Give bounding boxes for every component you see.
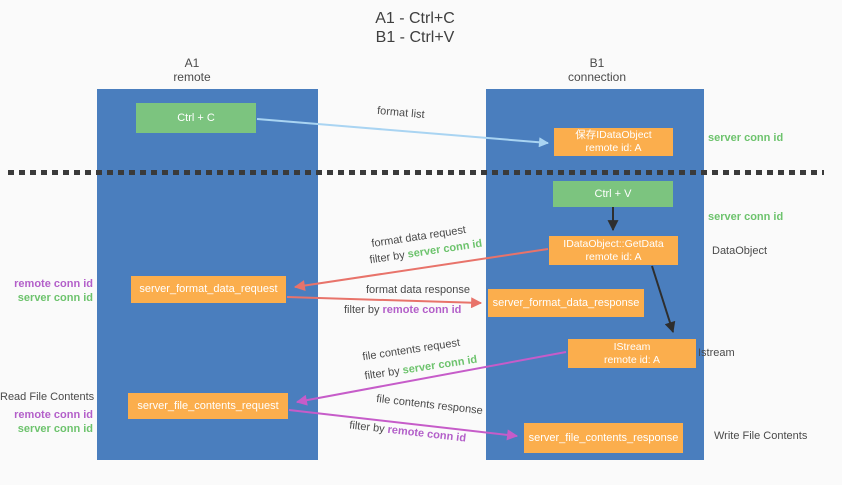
remote-conn-id-annotation-2: remote conn id — [14, 409, 93, 421]
format-data-response-label: format data response — [366, 284, 470, 296]
getdata-line2: remote id: A — [585, 250, 642, 263]
ctrl-c-box: Ctrl + C — [136, 103, 256, 133]
lane-a1-id: A1 — [184, 56, 200, 70]
istream-box: IStream remote id: A — [568, 339, 696, 368]
server-file-contents-request-label: server_file_contents_request — [137, 399, 279, 412]
server-file-contents-response-label: server_file_contents_response — [528, 431, 679, 444]
lane-header-b1: B1 connection — [537, 56, 657, 84]
lane-header-a1: A1 remote — [132, 56, 252, 84]
istream-line2: remote id: A — [603, 353, 661, 366]
remote-conn-id-annotation-1: remote conn id — [14, 278, 93, 290]
server-file-contents-response-box: server_file_contents_response — [524, 423, 683, 453]
lane-a1-role: remote — [173, 70, 211, 84]
istream-annotation: Istream — [698, 347, 735, 359]
file-contents-request-arrow — [295, 351, 567, 406]
save-idataobject-box: 保存IDataObject remote id: A — [554, 128, 673, 156]
idataobject-getdata-box: IDataObject::GetData remote id: A — [549, 236, 678, 265]
server-format-data-response-label: server_format_data_response — [492, 296, 640, 309]
title-line-2: B1 - Ctrl+V — [375, 29, 455, 46]
format-data-request-arrow — [293, 248, 549, 291]
remote-conn-id-key-1: remote conn id — [382, 304, 462, 316]
read-file-contents-annotation: Read File Contents — [0, 391, 95, 403]
lane-b1-id: B1 — [589, 56, 605, 70]
file-contents-response-arrow — [288, 409, 519, 441]
format-response-filter-label: filter by remote conn id — [344, 304, 461, 316]
server-conn-id-annotation-2: server conn id — [17, 423, 93, 435]
istream-line1: IStream — [613, 340, 651, 353]
write-file-contents-annotation: Write File Contents — [714, 430, 808, 442]
server-format-data-request-label: server_format_data_request — [139, 283, 278, 295]
format-list-arrow — [256, 118, 549, 148]
server-file-contents-request-box: server_file_contents_request — [128, 393, 288, 419]
dataobject-annotation: DataObject — [712, 245, 768, 257]
diagram-title: A1 - Ctrl+C B1 - Ctrl+V — [0, 9, 830, 47]
save-idataobject-line2: remote id: A — [585, 142, 642, 154]
file-request-conn-annotations: Read File Contents remote conn id server… — [0, 390, 95, 436]
getdata-to-istream-arrow — [651, 265, 676, 334]
title-line-1: A1 - Ctrl+C — [375, 10, 455, 27]
ctrl-v-box: Ctrl + V — [553, 181, 673, 207]
ctrl-c-label: Ctrl + C — [177, 111, 215, 124]
format-data-response-arrow — [286, 296, 483, 309]
server-conn-id-annotation-top: server conn id — [708, 132, 784, 144]
save-idataobject-line1: 保存IDataObject — [575, 129, 652, 141]
filter-by-text-2: filter by — [344, 304, 383, 316]
ctrl-v-label: Ctrl + V — [594, 187, 632, 200]
format-request-conn-annotations: remote conn id server conn id — [0, 277, 93, 305]
getdata-line1: IDataObject::GetData — [563, 237, 664, 250]
server-conn-id-annotation-mid: server conn id — [708, 211, 784, 223]
server-conn-id-annotation-1: server conn id — [17, 292, 93, 304]
server-format-data-response-box: server_format_data_response — [488, 289, 644, 317]
server-format-data-request-box: server_format_data_request — [131, 276, 286, 303]
lane-b1-role: connection — [567, 70, 627, 84]
